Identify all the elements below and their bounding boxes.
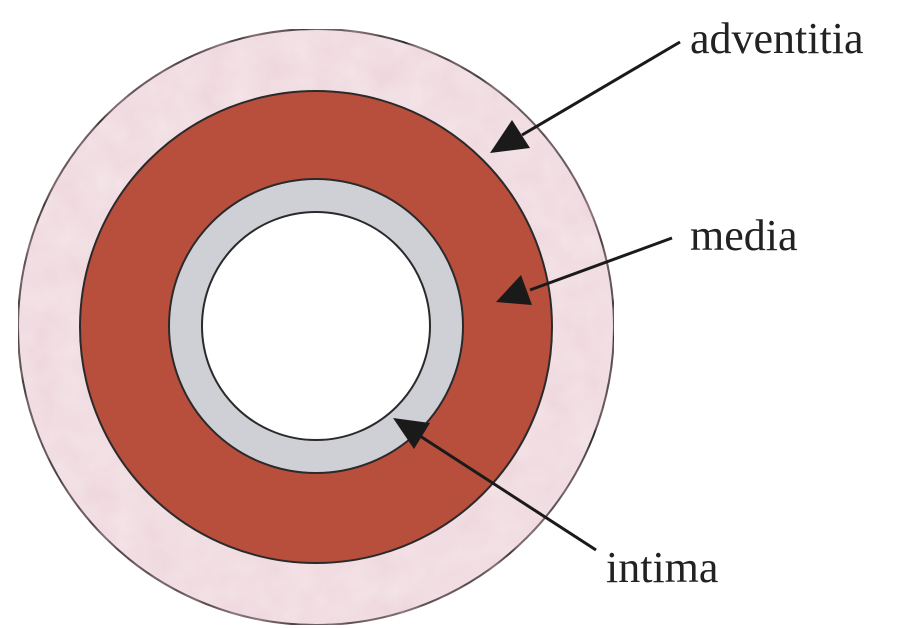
lumen bbox=[202, 212, 430, 440]
adventitia-label: adventitia bbox=[690, 14, 864, 63]
intima-label: intima bbox=[606, 543, 718, 592]
adventitia-pointer-arrow bbox=[490, 42, 680, 153]
media-label: media bbox=[690, 211, 798, 260]
